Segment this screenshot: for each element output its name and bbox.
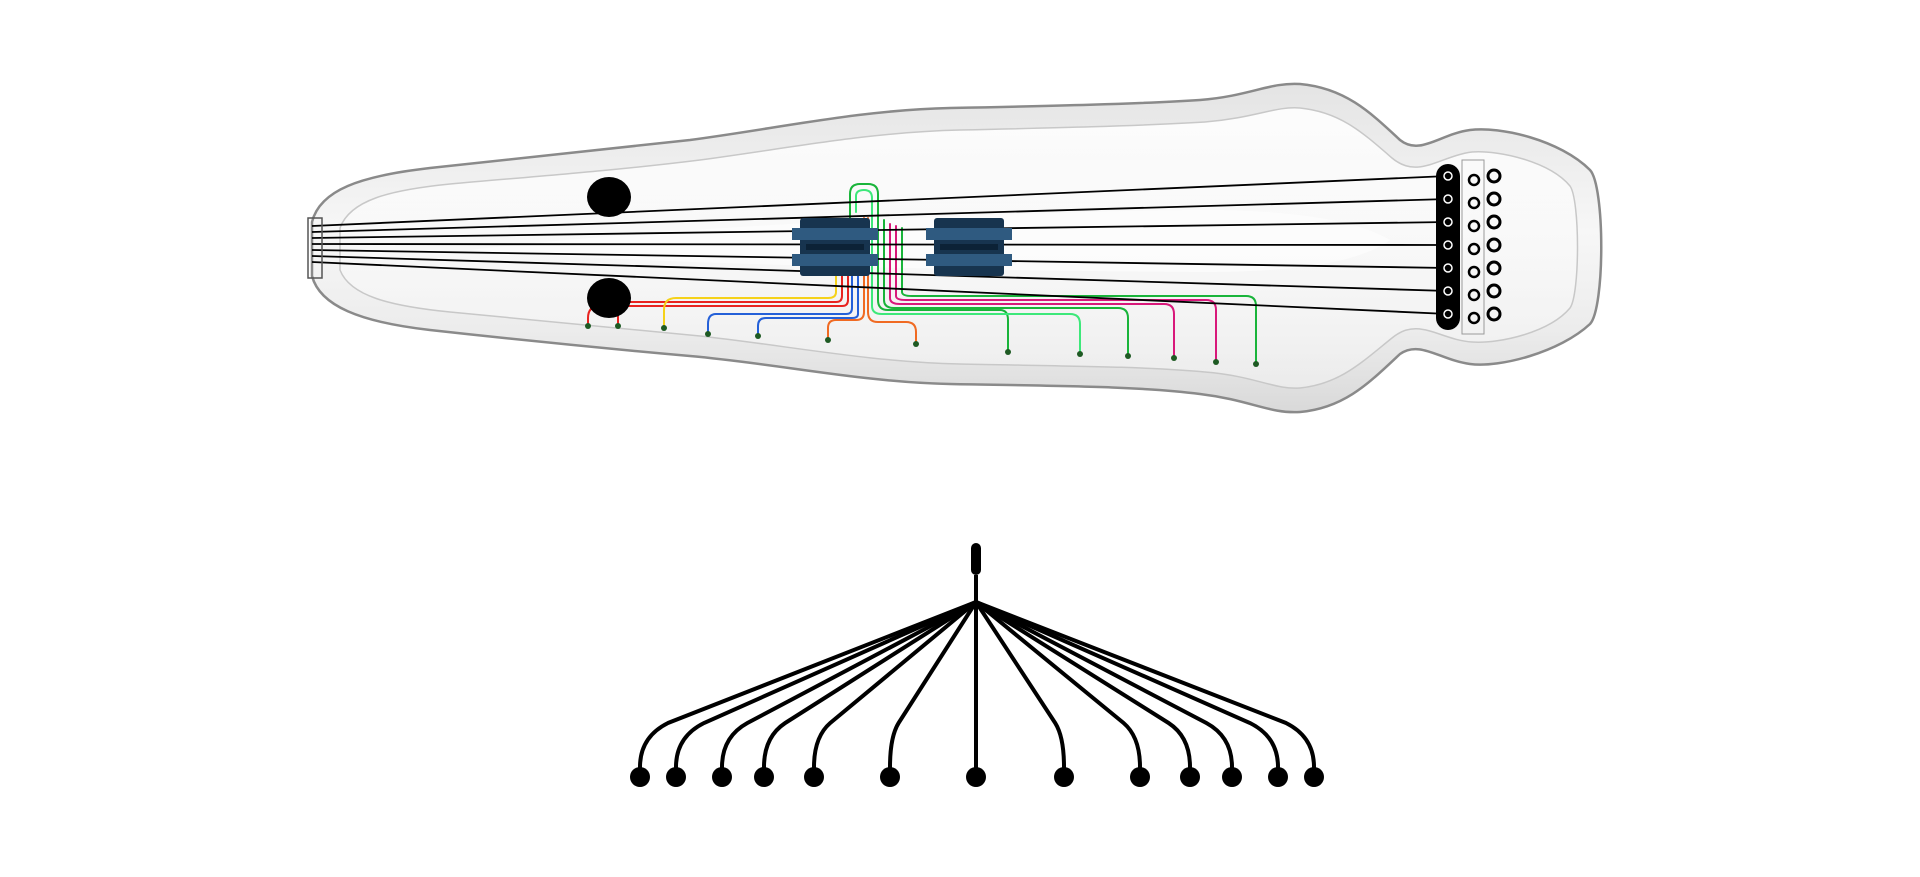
fan-branch-4 — [762, 600, 978, 779]
wire-terminal-4 — [705, 331, 711, 337]
tuning-peg-icon — [1486, 283, 1502, 299]
wire-4 — [707, 247, 853, 335]
fan-dot-2 — [666, 767, 686, 787]
fan-branch-10 — [974, 600, 1192, 779]
tuning-peg-icon — [1467, 265, 1481, 279]
wire-7 — [867, 217, 917, 345]
tuning-peg-icon — [1467, 219, 1481, 233]
pickup-slot-1 — [806, 244, 864, 250]
wire-terminal-12 — [1213, 359, 1219, 365]
tuning-peg-icon — [1467, 288, 1481, 302]
bridge-bar — [1436, 164, 1460, 330]
fan-origin-capsule — [971, 543, 981, 575]
tuning-peg-icon — [1467, 311, 1481, 325]
wire-terminal-9 — [1077, 351, 1083, 357]
tuning-peg-icon — [1486, 260, 1502, 276]
pickup-icon — [926, 218, 1012, 276]
string-7 — [311, 261, 1449, 315]
fan-dot-4 — [754, 767, 774, 787]
wire-1 — [587, 247, 849, 327]
string-anchor-3 — [1443, 217, 1453, 227]
string-6 — [311, 255, 1449, 292]
wire-terminal-2 — [615, 323, 621, 329]
fan-dot-1 — [630, 767, 650, 787]
wire-3 — [663, 247, 837, 329]
control-knob-icon — [587, 177, 631, 217]
wire-6 — [827, 217, 865, 341]
string-1 — [311, 175, 1449, 227]
fan-dot-12 — [1268, 767, 1288, 787]
tuning-peg-icon — [1467, 242, 1481, 256]
wire-9 — [855, 188, 1081, 355]
pickup-group — [792, 218, 1012, 276]
wire-terminal-6 — [825, 337, 831, 343]
string-anchor-1 — [1443, 171, 1453, 181]
wire-5 — [757, 247, 859, 337]
nut-block — [307, 217, 323, 279]
fan-dot-8 — [1054, 767, 1074, 787]
control-knob-icon — [587, 278, 631, 318]
tuning-peg-icon — [1486, 306, 1502, 322]
wire-10 — [883, 219, 1129, 357]
tuning-peg-icon — [1486, 168, 1502, 184]
fan-dot-9 — [1130, 767, 1150, 787]
wire-12 — [895, 225, 1217, 363]
fan-branch-11 — [974, 600, 1234, 779]
fan-dot-5 — [804, 767, 824, 787]
wire-terminal-13 — [1253, 361, 1259, 367]
string-anchor-6 — [1443, 286, 1453, 296]
fan-branch-12 — [974, 600, 1280, 779]
fan-branch-9 — [974, 600, 1142, 779]
fan-dot-11 — [1222, 767, 1242, 787]
string-set — [307, 175, 1449, 315]
wire-terminal-8 — [1005, 349, 1011, 355]
wire-terminal-1 — [585, 323, 591, 329]
pickup-mount-top-2 — [926, 228, 1012, 240]
pickup-icon — [792, 218, 878, 276]
fan-dot-10 — [1180, 767, 1200, 787]
fan-branch-1 — [638, 600, 978, 779]
string-5 — [311, 249, 1449, 269]
string-3 — [311, 221, 1449, 239]
fan-branch-5 — [812, 600, 978, 779]
fan-branch-8 — [974, 600, 1066, 779]
fan-dot-3 — [712, 767, 732, 787]
string-2 — [311, 198, 1449, 233]
tuning-peg-icon — [1486, 237, 1502, 253]
wire-8 — [849, 183, 1009, 353]
tuning-peg-icon — [1467, 173, 1481, 187]
string-anchor-2 — [1443, 194, 1453, 204]
pickup-mount-top-1 — [792, 228, 878, 240]
pickup-mount-bottom-2 — [926, 254, 1012, 266]
knob-group — [587, 177, 631, 318]
wire-13 — [901, 227, 1257, 365]
tuning-peg-icon — [1486, 214, 1502, 230]
wire-terminal-3 — [661, 325, 667, 331]
string-anchor-5 — [1443, 263, 1453, 273]
string-4 — [311, 243, 1449, 246]
pickup-mount-bottom-1 — [792, 254, 878, 266]
fan-dot-7 — [966, 767, 986, 787]
string-anchor-4 — [1443, 240, 1453, 250]
wire-terminal-10 — [1125, 353, 1131, 359]
wire-terminal-11 — [1171, 355, 1177, 361]
wire-terminal-7 — [913, 341, 919, 347]
string-anchor-7 — [1443, 309, 1453, 319]
fan-dot-6 — [880, 767, 900, 787]
headstock-hardware — [1436, 159, 1502, 335]
fan-branch-2 — [674, 600, 978, 779]
wire-11 — [889, 223, 1175, 359]
fan-branch-13 — [974, 600, 1316, 779]
fan-branch-6 — [888, 600, 978, 779]
tuning-peg-icon — [1467, 196, 1481, 210]
fan-branch-3 — [720, 600, 978, 779]
wire-terminal-5 — [755, 333, 761, 339]
fan-dot-13 — [1304, 767, 1324, 787]
pickup-slot-2 — [940, 244, 998, 250]
tuning-peg-icon — [1486, 191, 1502, 207]
string-fan-icon — [630, 543, 1324, 787]
saddle-plate — [1461, 159, 1485, 335]
